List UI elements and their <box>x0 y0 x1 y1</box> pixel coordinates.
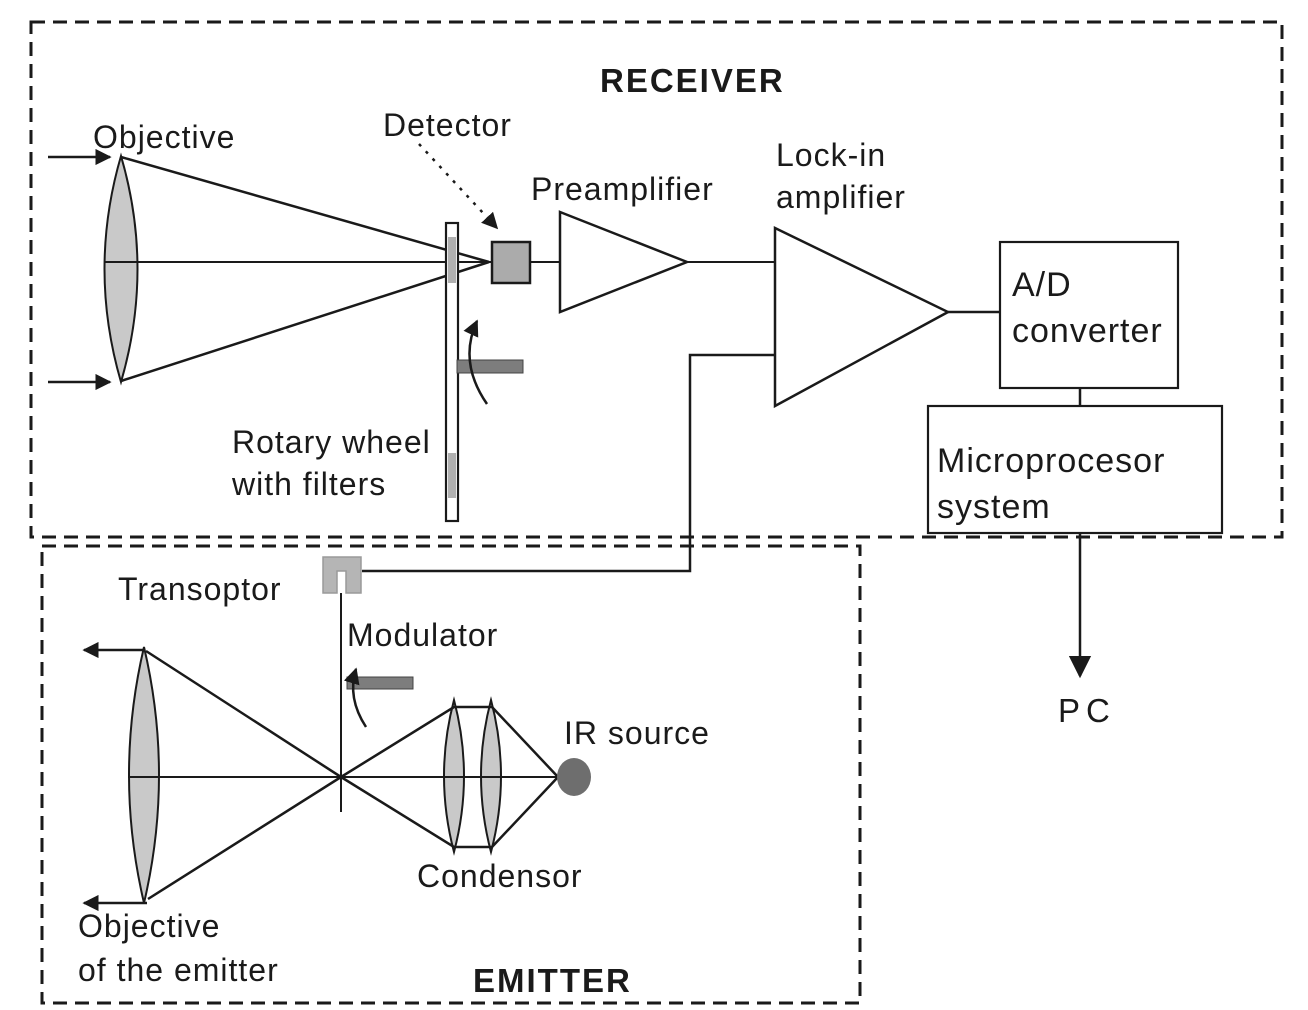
rotary-label-line1: Rotary wheel <box>232 424 431 460</box>
emitter-objective-line1: Objective <box>78 908 221 944</box>
emitter-title: EMITTER <box>473 962 632 999</box>
ad-label-line2: converter <box>1012 312 1163 350</box>
lockin-amplifier-label: Lock-in amplifier <box>776 134 906 218</box>
detector-label: Detector <box>383 107 512 143</box>
lockin-label-line1: Lock-in <box>776 137 887 173</box>
reference-signal-wire <box>362 353 775 573</box>
micro-label-line2: system <box>937 488 1051 526</box>
preamplifier-triangle <box>558 210 691 314</box>
lockin-amplifier-triangle <box>773 226 951 409</box>
ad-converter-label: A/D converter <box>1012 262 1163 354</box>
emitter-objective-line2: of the emitter <box>78 952 279 988</box>
rotary-wheel-label: Rotary wheel with filters <box>232 421 431 505</box>
ad-label-line1: A/D <box>1012 266 1072 304</box>
wheel-spoke-bar <box>456 359 524 374</box>
filter-segment-top <box>448 237 456 283</box>
emitter-ray-upper <box>147 705 559 901</box>
receiver-title: RECEIVER <box>600 62 785 99</box>
ir-source-label: IR source <box>564 715 710 751</box>
receiver-boundary-box <box>29 20 1284 539</box>
rotary-label-line2: with filters <box>232 466 387 502</box>
lockin-label-line2: amplifier <box>776 179 906 215</box>
emitter-ray-lower <box>145 649 559 849</box>
modulator-label: Modulator <box>347 617 499 653</box>
receiver-ray-top <box>120 155 490 264</box>
receiver-ray-bottom <box>120 260 490 383</box>
receiver-objective-label: Objective <box>93 119 236 155</box>
pc-label: PC <box>1058 692 1116 729</box>
emitter-boundary-box <box>40 544 862 1005</box>
emitter-objective-lens <box>128 646 160 904</box>
ir-source-element <box>557 758 591 796</box>
ad-converter-box <box>998 240 1180 390</box>
preamplifier-label: Preamplifier <box>531 171 714 207</box>
detector-element <box>490 240 532 285</box>
modulator-blade <box>346 676 414 690</box>
transoptor-element <box>322 556 362 594</box>
emitter-objective-label: Objective of the emitter <box>78 904 279 992</box>
modulator-rotation-arrow <box>343 667 368 728</box>
transoptor-label: Transoptor <box>118 571 282 607</box>
receiver-objective-lens <box>103 152 139 386</box>
wheel-rotation-arrow <box>463 319 489 405</box>
condensor-label: Condensor <box>417 858 583 894</box>
detector-pointer-arrow <box>418 143 499 230</box>
micro-label-line1: Microprocesor <box>937 442 1166 480</box>
filter-segment-bottom <box>448 453 456 498</box>
microprocessor-label: Microprocesor system <box>937 438 1165 530</box>
microprocessor-box <box>926 404 1224 535</box>
